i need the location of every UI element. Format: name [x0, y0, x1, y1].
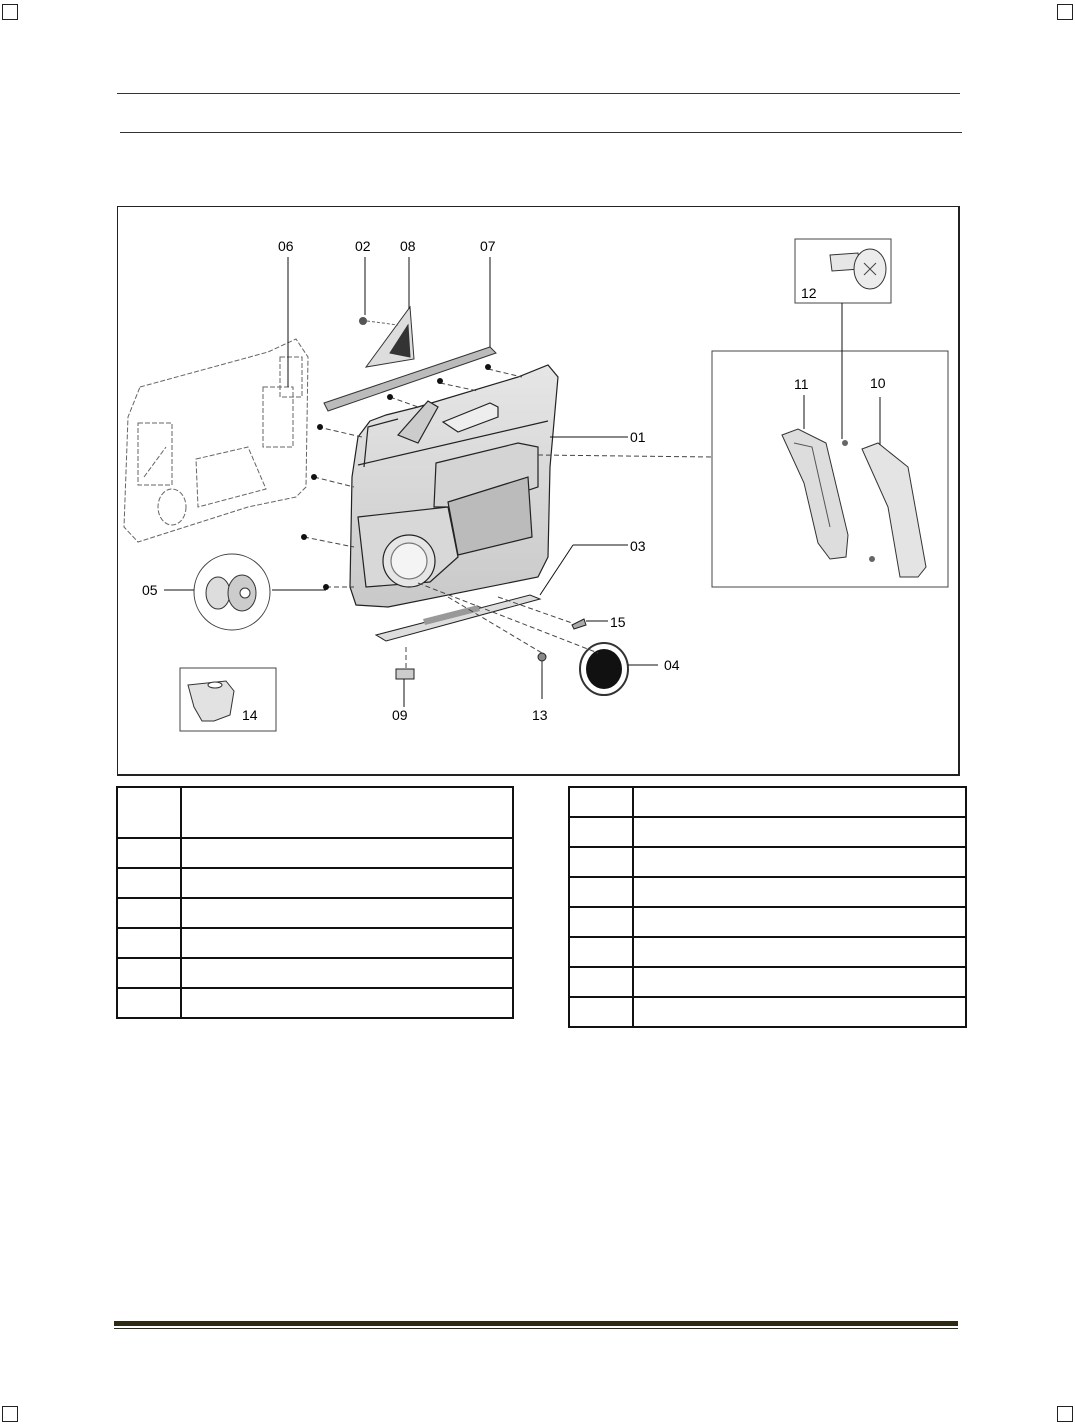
part-number-cell: [116, 867, 182, 899]
part-number-cell: [568, 936, 634, 968]
part-number-cell: [568, 906, 634, 938]
part-name-cell: [632, 996, 967, 1028]
part-name-cell: [632, 966, 967, 998]
part-number-cell: [568, 996, 634, 1028]
footer-rule-thin: [114, 1328, 958, 1329]
part-name-cell: [632, 876, 967, 908]
part-number-cell: [568, 816, 634, 848]
nut-14: [179, 667, 277, 732]
part-name-cell: [180, 987, 514, 1019]
table-row: [116, 786, 514, 839]
part-name-cell: [180, 957, 514, 989]
callout-11: 11: [794, 376, 809, 392]
part-number-cell: [116, 957, 182, 989]
screw-13: [537, 652, 547, 669]
belt-strip: [323, 346, 497, 412]
parts-table-left: [116, 786, 514, 1019]
part-number-cell: [116, 897, 182, 929]
table-row: [116, 987, 514, 1019]
corner-mark-top-left: [2, 4, 18, 20]
screw-15: [571, 618, 587, 630]
lower-plate: [374, 594, 542, 642]
table-row: [116, 867, 514, 899]
corner-mark-top-right: [1057, 4, 1073, 20]
table-row: [568, 966, 967, 998]
armrest-detail-box: [711, 350, 949, 588]
dashed-guides: [303, 368, 713, 669]
header-rule-bottom: [120, 132, 962, 133]
callout-04: 04: [664, 657, 680, 673]
table-row: [568, 876, 967, 908]
table-row: [568, 846, 967, 878]
clip-02: [359, 317, 399, 326]
callout-12: 12: [801, 285, 817, 301]
callout-10: 10: [870, 375, 886, 391]
footer-rule-thick: [114, 1321, 958, 1326]
table-row: [568, 816, 967, 848]
part-name-cell: [180, 897, 514, 929]
mirror-trim-cover: [364, 305, 415, 368]
callout-15: 15: [610, 614, 626, 630]
part-name-cell: [632, 846, 967, 878]
speaker-grille: [579, 642, 629, 696]
parts-table-right: [568, 786, 967, 1028]
clip-09: [395, 668, 415, 680]
table-row: [116, 897, 514, 929]
callout-14: 14: [242, 707, 258, 723]
table-row: [116, 927, 514, 959]
table-row: [568, 906, 967, 938]
part-number-cell: [568, 876, 634, 908]
part-number-cell: [116, 837, 182, 869]
header-rule-top: [117, 93, 960, 94]
part-number-cell: [568, 966, 634, 998]
table-row: [568, 996, 967, 1028]
part-name-cell: [180, 837, 514, 869]
part-number-cell: [568, 846, 634, 878]
screw-12: [794, 238, 892, 304]
callout-05: 05: [142, 582, 158, 598]
exploded-diagram-frame: 06 02 08 07 12 11 10 01 03 05 15 04 09 1…: [117, 206, 960, 776]
part-name-cell: [632, 906, 967, 938]
table-row: [116, 837, 514, 869]
callout-03: 03: [630, 538, 646, 554]
door-trim-exploded-diagram: 06 02 08 07 12 11 10 01 03 05 15 04 09 1…: [123, 238, 949, 732]
push-clip-05: [193, 553, 271, 631]
part-name-cell: [632, 936, 967, 968]
leader-lines: [164, 257, 881, 707]
table-row: [116, 957, 514, 989]
callout-08: 08: [400, 238, 416, 254]
part-name-cell: [180, 867, 514, 899]
table-row: [568, 786, 967, 818]
callout-07: 07: [480, 238, 496, 254]
callout-09: 09: [392, 707, 408, 723]
fastener-dots: [301, 364, 491, 590]
part-number-cell: [568, 786, 634, 818]
table-row: [568, 936, 967, 968]
part-name-cell: [632, 786, 967, 818]
part-name-cell: [180, 786, 514, 839]
callout-06: 06: [278, 238, 294, 254]
part-number-cell: [116, 786, 182, 839]
part-number-cell: [116, 987, 182, 1019]
corner-mark-bottom-right: [1057, 1406, 1073, 1422]
part-name-cell: [180, 927, 514, 959]
callout-13: 13: [532, 707, 548, 723]
part-name-cell: [632, 816, 967, 848]
water-shield-sheet: [123, 338, 309, 543]
door-trim-panel: [349, 364, 559, 608]
callout-02: 02: [355, 238, 371, 254]
corner-mark-bottom-left: [2, 1406, 18, 1422]
callout-01: 01: [630, 429, 646, 445]
part-number-cell: [116, 927, 182, 959]
